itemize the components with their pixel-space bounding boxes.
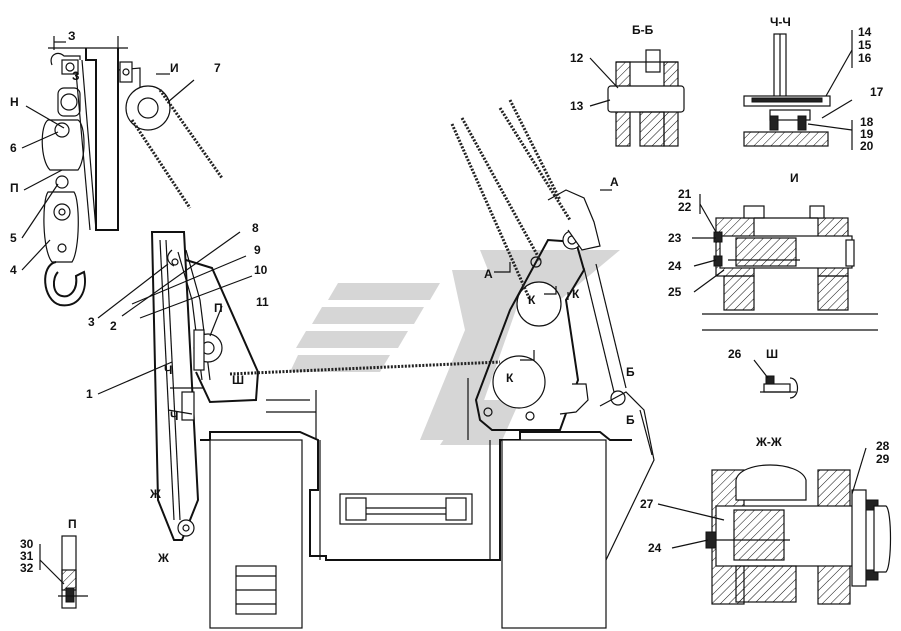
- callout-26: 26: [728, 347, 742, 361]
- callout-11: 11: [256, 295, 269, 309]
- section-bb: [607, 49, 685, 147]
- callout-24b: 24: [648, 541, 662, 555]
- callout-12: 12: [570, 51, 584, 65]
- right-boom: [450, 99, 655, 561]
- svg-text:Ж: Ж: [149, 487, 161, 501]
- callout-3: 3: [88, 315, 95, 329]
- svg-text:Б: Б: [626, 365, 635, 379]
- svg-text:К: К: [528, 293, 536, 307]
- svg-text:А: А: [610, 175, 619, 189]
- section-title-i: И: [790, 171, 799, 185]
- callout-6: 6: [10, 141, 17, 155]
- svg-text:Н: Н: [10, 95, 19, 109]
- leader-lines: [21, 30, 867, 585]
- callout-19: 19: [860, 127, 874, 141]
- callout-15: 15: [858, 38, 872, 52]
- callout-numbers: 1 2 3 4 5 6 7 8 9 10 11 12 13 14 15 16 1…: [10, 25, 890, 575]
- section-chch: [743, 33, 831, 147]
- callout-21: 21: [678, 187, 692, 201]
- svg-text:Ч: Ч: [164, 363, 172, 377]
- svg-text:П: П: [214, 301, 223, 315]
- svg-text:Ч: Ч: [170, 409, 178, 423]
- callout-7: 7: [214, 61, 221, 75]
- section-titles: Б-Б Ч-Ч И Ш Ж-Ж П: [68, 15, 799, 531]
- svg-text:К: К: [506, 371, 514, 385]
- callout-14: 14: [858, 25, 872, 39]
- callout-9: 9: [254, 243, 261, 257]
- callout-4: 4: [10, 263, 17, 277]
- callout-16: 16: [858, 51, 872, 65]
- callout-29: 29: [876, 452, 890, 466]
- svg-text:З: З: [68, 29, 76, 43]
- svg-text:П: П: [10, 181, 19, 195]
- callout-27: 27: [640, 497, 654, 511]
- svg-text:Б: Б: [626, 413, 635, 427]
- section-title-zhzh: Ж-Ж: [755, 435, 782, 449]
- callout-18: 18: [860, 115, 874, 129]
- svg-text:И: И: [170, 61, 179, 75]
- callout-32: 32: [20, 561, 34, 575]
- section-title-chch: Ч-Ч: [770, 15, 791, 29]
- section-title-sh: Ш: [766, 347, 778, 361]
- callout-2: 2: [110, 319, 117, 333]
- section-i: [702, 205, 878, 331]
- callout-25: 25: [668, 285, 682, 299]
- callout-31: 31: [20, 549, 34, 563]
- callout-10: 10: [254, 263, 268, 277]
- view-sh: [760, 375, 799, 399]
- callout-17: 17: [870, 85, 884, 99]
- svg-text:Ж: Ж: [157, 551, 169, 565]
- callout-23: 23: [668, 231, 682, 245]
- svg-text:А: А: [484, 267, 493, 281]
- svg-text:З: З: [72, 69, 80, 83]
- callout-13: 13: [570, 99, 584, 113]
- svg-text:Ш: Ш: [232, 373, 244, 387]
- chassis: [200, 360, 632, 629]
- callout-20: 20: [860, 139, 874, 153]
- section-title-bb: Б-Б: [632, 23, 654, 37]
- callout-8: 8: [252, 221, 259, 235]
- section-zhzh: [705, 464, 892, 605]
- section-marks: З З Н П И П А А К К К Б Б Ч Ч Ш Ж Ж: [10, 29, 635, 565]
- callout-28: 28: [876, 439, 890, 453]
- section-title-p: П: [68, 517, 77, 531]
- callout-22: 22: [678, 200, 692, 214]
- callout-30: 30: [20, 537, 34, 551]
- view-p: [58, 535, 88, 609]
- main-frame: [150, 231, 260, 541]
- callout-24: 24: [668, 259, 682, 273]
- svg-text:К: К: [572, 287, 580, 301]
- callout-1: 1: [86, 387, 93, 401]
- callout-5: 5: [10, 231, 17, 245]
- hook-assembly: [41, 36, 224, 307]
- watermark-logo: [290, 250, 620, 445]
